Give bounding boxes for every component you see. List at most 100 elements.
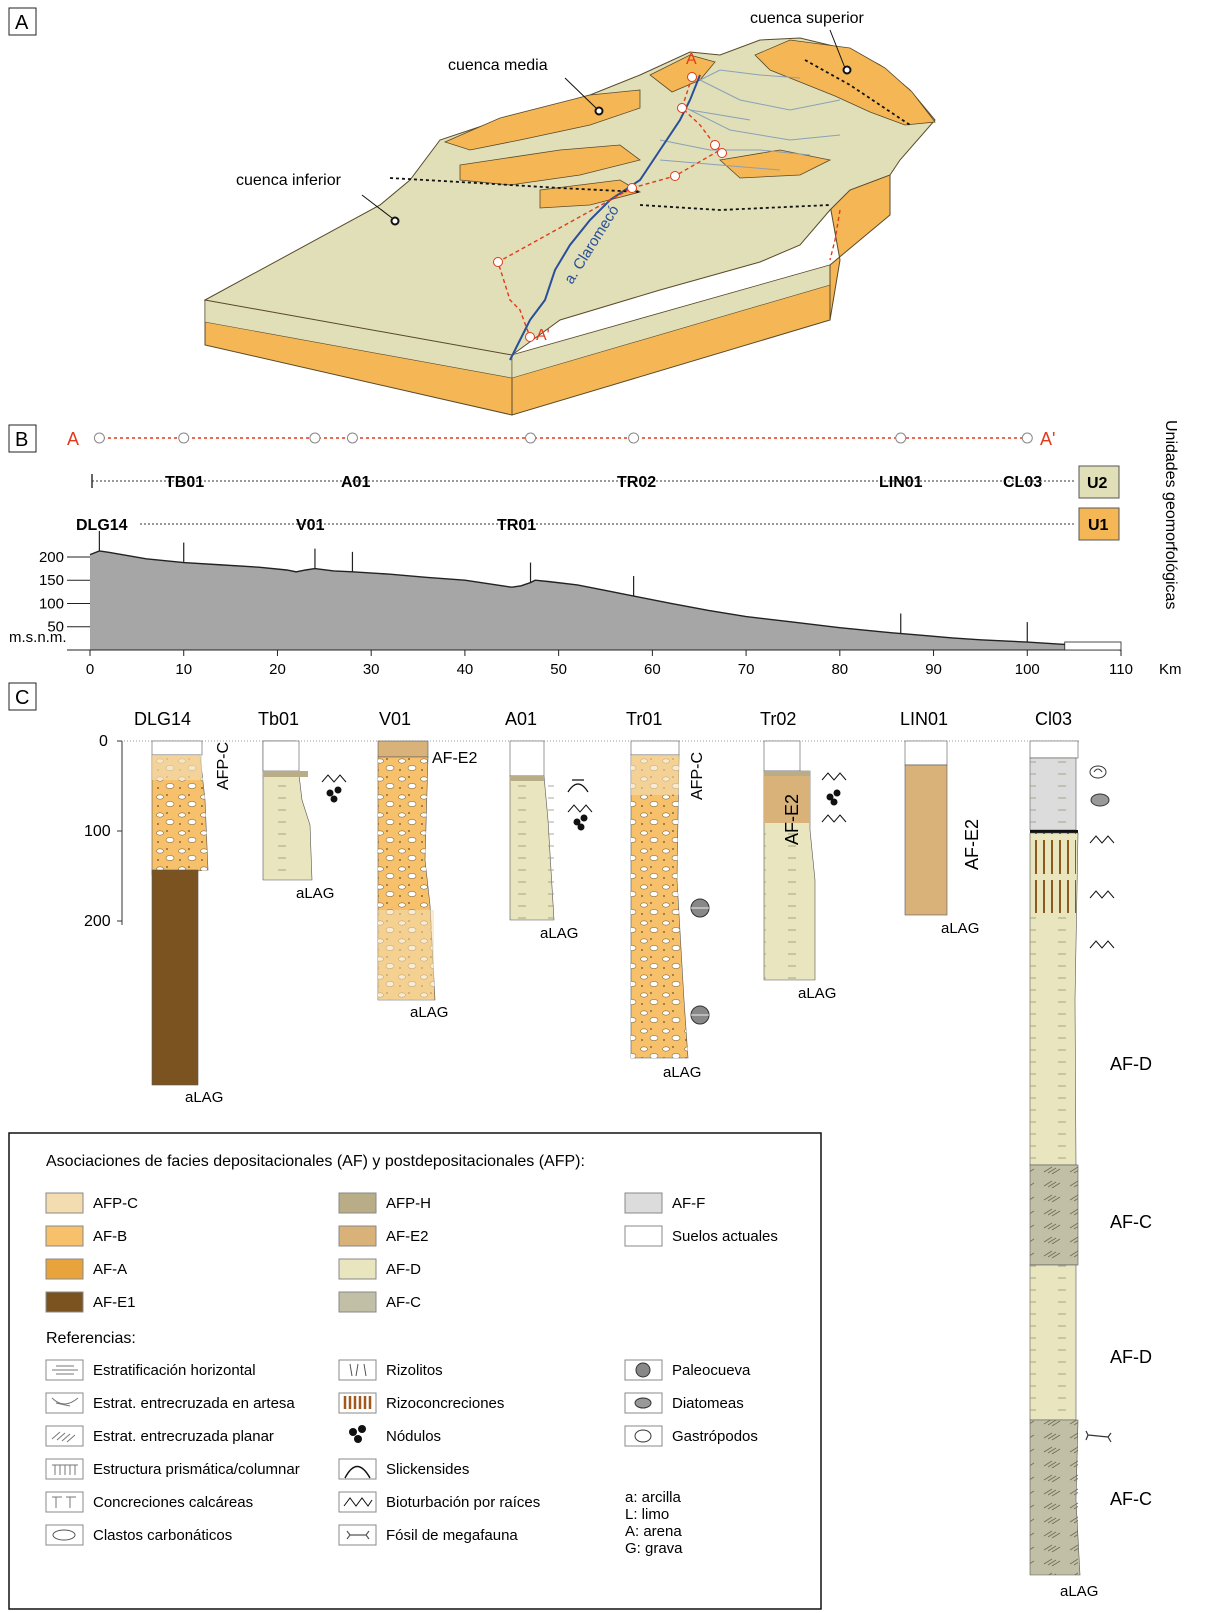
x-tick-label-40: 40 (457, 661, 474, 678)
transect-dot-dlg14 (93, 432, 105, 444)
root-bioturbation-legend-icon (343, 1497, 373, 1507)
marker-media (594, 106, 604, 116)
x-tick-label-90: 90 (925, 661, 942, 678)
ref-estrat-artesa: Estrat. entrecruzada en artesa (93, 1395, 295, 1412)
depth-tick-200: 200 (84, 913, 111, 930)
y-tick-label-200: 200 (39, 549, 64, 566)
tb01-grain: aLAG (296, 885, 334, 902)
y-tick-label-150: 150 (39, 572, 64, 589)
cl03-grain: aLAG (1060, 1583, 1098, 1600)
rhizolith-icon (349, 1363, 367, 1377)
column-tb01: aLAG (262, 740, 342, 902)
legend-af-d: AF-D (386, 1261, 421, 1278)
panel-c: C 0 100 200 DLG14 Tb01 V01 A01 Tr01 Tr02… (8, 682, 1152, 1600)
terrace-mid-3 (539, 179, 642, 209)
u2-site-lin01: LIN01 (879, 474, 923, 491)
transect-dot-tr01 (525, 432, 537, 444)
x-tick-label-50: 50 (550, 661, 567, 678)
cl03-unit-d1: AF-D (1110, 1054, 1152, 1074)
grain-grava: G: grava (625, 1540, 683, 1557)
x-tick-label-30: 30 (363, 661, 380, 678)
legend-af-b: AF-B (93, 1228, 127, 1245)
ref-concreciones: Concreciones calcáreas (93, 1494, 253, 1511)
ref-bioturbacion: Bioturbación por raíces (386, 1494, 540, 1511)
terrace-upper (754, 39, 936, 126)
ref-diatomeas: Diatomeas (672, 1395, 744, 1412)
dlg14-grain: aLAG (185, 1089, 223, 1106)
horizontal-bedding-icon (52, 1365, 78, 1375)
u1-site-dlg14: DLG14 (76, 517, 128, 534)
a01-nodules-icon (573, 814, 588, 831)
x-tick-label-60: 60 (644, 661, 661, 678)
u2-box (1078, 465, 1120, 499)
tb01-nodules-icon (326, 786, 342, 803)
u2-site-a01: A01 (341, 474, 370, 491)
rhizoconcretion-icon (343, 1396, 372, 1409)
panel-b-label: B (15, 429, 28, 451)
y-axis-label: m.s.n.m. (9, 629, 67, 646)
grain-arena: A: arena (625, 1523, 682, 1540)
cl03-diatom-icon (1090, 793, 1110, 807)
col-title-dlg14: DLG14 (134, 709, 191, 729)
legend-af-f: AF-F (672, 1195, 705, 1212)
profile-end-box (1064, 641, 1122, 651)
u1-site-tr01: TR01 (497, 517, 536, 534)
v01-grain: aLAG (410, 1004, 448, 1021)
a01-slickensides-icon (567, 779, 589, 793)
x-tick-label-0: 0 (86, 661, 94, 678)
megafauna-fossil-icon (346, 1530, 370, 1540)
transect-a-prime-label: A' (1040, 429, 1055, 449)
ref-estructura-prismatica: Estructura prismática/columnar (93, 1461, 300, 1478)
depth-tick-100: 100 (84, 823, 111, 840)
transect-sites-map (493, 72, 727, 342)
transect-dot-lin01 (895, 432, 907, 444)
slickensides-legend-icon (344, 1465, 371, 1479)
column-tr01: AFP-C aLAG (630, 740, 710, 1081)
legend-af-e1: AF-E1 (93, 1294, 136, 1311)
calcareous-concretions-icon (52, 1496, 76, 1508)
ref-gastropodos: Gastrópodos (672, 1428, 758, 1445)
tr01-unit: AFP-C (689, 752, 706, 800)
col-title-tb01: Tb01 (258, 709, 299, 729)
ref-clastos: Clastos carbonáticos (93, 1527, 232, 1544)
col-title-tr01: Tr01 (626, 709, 662, 729)
panel-b: B A A' TB01 A01 TR02 LIN01 CL03 U2 DLG14… (8, 420, 1182, 678)
marker-superior (842, 65, 852, 75)
transect-dot-v01 (309, 432, 321, 444)
col-title-v01: V01 (379, 709, 411, 729)
col-title-a01: A01 (505, 709, 537, 729)
ref-estrat-planar: Estrat. entrecruzada planar (93, 1428, 274, 1445)
block-diagram: a. Claromecó A A' cuenca superior (203, 10, 936, 416)
leader-superior (829, 29, 846, 69)
ref-paleocueva: Paleocueva (672, 1362, 751, 1379)
a01-grain: aLAG (540, 925, 578, 942)
u2-box-label: U2 (1087, 475, 1108, 492)
tr02-nodules-icon (826, 789, 841, 806)
panel-a-label: A (15, 12, 29, 34)
diatom-legend-icon (634, 1397, 652, 1409)
panel-c-box (8, 682, 37, 711)
legend-suelos-actuales: Suelos actuales (672, 1228, 778, 1245)
depth-axis: 0 100 200 (84, 733, 123, 930)
marker-inferior (390, 216, 400, 226)
paleocave-legend-icon (635, 1362, 651, 1378)
leader-inferior (361, 194, 393, 219)
profile-area (90, 550, 1121, 650)
legend-af-a: AF-A (93, 1261, 127, 1278)
cl03-megafauna-icon (1085, 1430, 1112, 1443)
depth-tick-0: 0 (99, 733, 108, 750)
label-cuenca-superior: cuenca superior (750, 10, 865, 27)
panel-c-label: C (15, 687, 29, 709)
ref-rizolitos: Rizolitos (386, 1362, 443, 1379)
transect-site-dots (93, 432, 1033, 444)
u1-box-label: U1 (1088, 517, 1109, 534)
boundary-mid-upper (804, 59, 911, 126)
legend-afp-c: AFP-C (93, 1195, 138, 1212)
map-point-a: A (686, 51, 697, 68)
cl03-unit-d2: AF-D (1110, 1347, 1152, 1367)
transect-dot-tr02 (628, 432, 640, 444)
leader-media (564, 77, 597, 109)
river-claromeco (509, 74, 701, 361)
legend-afp-h: AFP-H (386, 1195, 431, 1212)
